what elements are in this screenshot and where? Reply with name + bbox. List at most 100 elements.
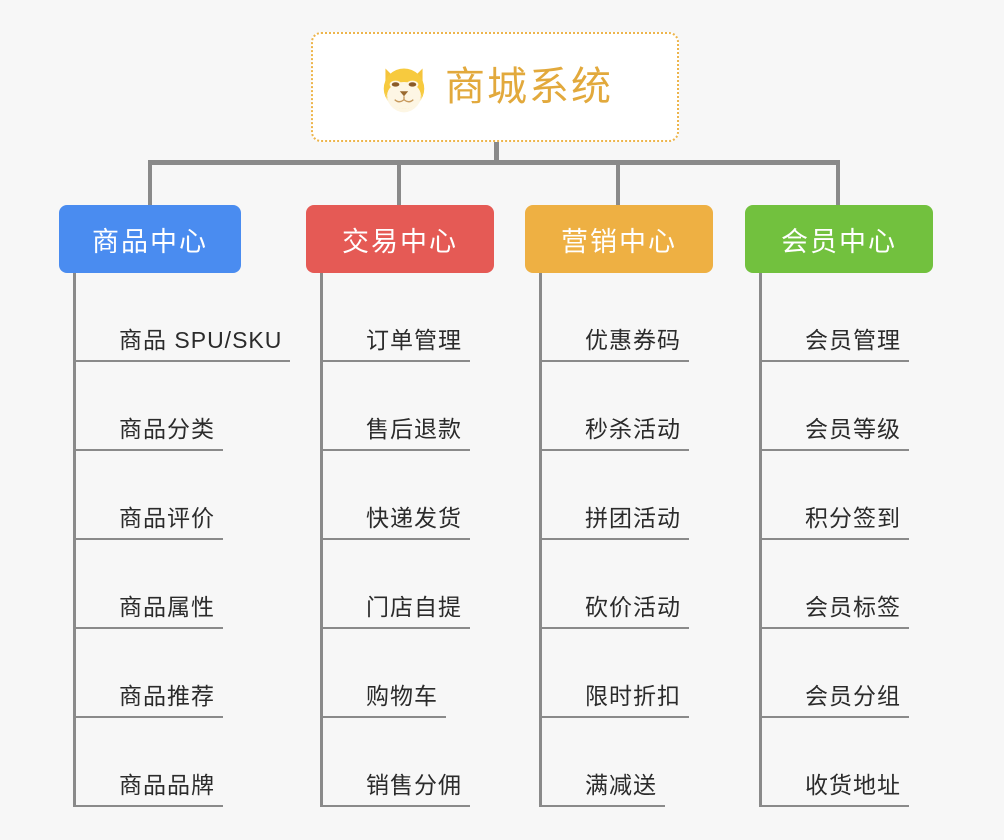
leaf-label: 商品推荐: [119, 682, 215, 709]
leaf-underline: 商品分类: [111, 416, 223, 451]
category-column-3: 营销中心 优惠券码 秒杀活动 拼团活动: [525, 205, 713, 807]
leaf-connector: [73, 716, 113, 718]
leaf-underline: 会员等级: [797, 415, 909, 451]
category-header-2[interactable]: 交易中心: [306, 205, 494, 273]
category-header-1[interactable]: 商品中心: [59, 205, 241, 273]
leaf-item[interactable]: 会员分组: [759, 629, 909, 718]
category-column-1: 商品中心 商品 SPU/SKU 商品分类 商品评价: [59, 205, 291, 807]
leaf-item[interactable]: 快递发货: [320, 451, 470, 540]
connector-drop-1: [148, 160, 152, 207]
leaf-item[interactable]: 商品 SPU/SKU: [73, 273, 291, 362]
leaf-underline: 商品推荐: [111, 682, 223, 718]
connector-drop-3: [616, 160, 620, 207]
leaf-label: 限时折扣: [585, 682, 681, 709]
leaf-label: 秒杀活动: [585, 415, 681, 442]
leaf-label: 商品品牌: [119, 771, 215, 798]
category-column-4: 会员中心 会员管理 会员等级 积分签到: [745, 205, 933, 807]
category-header-4[interactable]: 会员中心: [745, 205, 933, 273]
leaf-underline: 售后退款: [358, 415, 470, 451]
leaf-item[interactable]: 门店自提: [320, 540, 470, 629]
leaf-item[interactable]: 拼团活动: [539, 451, 689, 540]
leaf-connector: [759, 627, 799, 629]
leaf-item[interactable]: 积分签到: [759, 451, 909, 540]
leaf-underline: 限时折扣: [577, 682, 689, 718]
root-node[interactable]: 商城系统: [311, 32, 679, 142]
leaf-underline: 满减送: [577, 772, 665, 807]
connector-drop-2: [397, 160, 401, 207]
leaf-connector: [320, 627, 360, 629]
leaf-label: 会员标签: [805, 593, 901, 620]
category-header-3[interactable]: 营销中心: [525, 205, 713, 273]
leaf-item[interactable]: 秒杀活动: [539, 362, 689, 451]
leaf-item[interactable]: 满减送: [539, 718, 689, 807]
leaf-label: 购物车: [366, 682, 438, 709]
category-column-2: 交易中心 订单管理 售后退款 快递发货: [306, 205, 494, 807]
leaf-underline: 会员管理: [797, 326, 909, 362]
leaf-list-3: 优惠券码 秒杀活动 拼团活动 砍价活动: [539, 273, 689, 807]
leaf-list-1: 商品 SPU/SKU 商品分类 商品评价 商品属性: [73, 273, 291, 807]
leaf-underline: 商品品牌: [111, 771, 223, 807]
leaf-label: 收货地址: [805, 771, 901, 798]
leaf-list-4: 会员管理 会员等级 积分签到 会员标签: [759, 273, 909, 807]
leaf-underline: 拼团活动: [577, 504, 689, 540]
leaf-item[interactable]: 商品推荐: [73, 629, 290, 718]
leaf-connector: [539, 360, 579, 362]
leaf-connector: [539, 538, 579, 540]
root-title: 商城系统: [445, 65, 613, 109]
leaf-label: 商品评价: [119, 504, 215, 531]
leaf-item[interactable]: 砍价活动: [539, 540, 689, 629]
column-spine-1: [73, 273, 76, 807]
leaf-connector: [73, 805, 113, 807]
leaf-label: 会员管理: [805, 326, 901, 353]
leaf-connector: [320, 360, 360, 362]
leaf-item[interactable]: 优惠券码: [539, 273, 689, 362]
leaf-item[interactable]: 商品属性: [73, 540, 290, 629]
leaf-underline: 会员标签: [797, 593, 909, 629]
leaf-item[interactable]: 商品品牌: [73, 718, 290, 807]
leaf-underline: 砍价活动: [577, 593, 689, 629]
leaf-item[interactable]: 商品评价: [73, 451, 290, 540]
leaf-item[interactable]: 售后退款: [320, 362, 470, 451]
leaf-connector: [759, 805, 799, 807]
column-spine-3: [539, 273, 542, 807]
leaf-label: 门店自提: [366, 593, 462, 620]
leaf-connector: [73, 627, 113, 629]
leaf-label: 会员分组: [805, 682, 901, 709]
leaf-underline: 积分签到: [797, 505, 909, 540]
leaf-label: 拼团活动: [585, 504, 681, 531]
leaf-item[interactable]: 会员标签: [759, 540, 909, 629]
category-label: 交易中心: [342, 226, 458, 257]
leaf-connector: [539, 627, 579, 629]
leaf-label: 售后退款: [366, 415, 462, 442]
leaf-underline: 门店自提: [358, 593, 470, 629]
leaf-label: 快递发货: [366, 504, 462, 531]
leaf-label: 商品属性: [119, 593, 215, 620]
leaf-label: 会员等级: [805, 415, 901, 442]
connector-bus: [148, 160, 840, 165]
leaf-connector: [539, 805, 579, 807]
leaf-underline: 秒杀活动: [577, 415, 689, 451]
leaf-item[interactable]: 购物车: [320, 629, 470, 718]
leaf-connector: [539, 716, 579, 718]
leaf-label: 砍价活动: [585, 593, 681, 620]
leaf-item[interactable]: 限时折扣: [539, 629, 689, 718]
leaf-item[interactable]: 收货地址: [759, 718, 909, 807]
leaf-connector: [320, 449, 360, 451]
leaf-underline: 销售分佣: [358, 771, 470, 807]
leaf-item[interactable]: 订单管理: [320, 273, 470, 362]
leaf-connector: [320, 538, 360, 540]
leaf-label: 优惠券码: [585, 326, 681, 353]
leaf-connector: [73, 449, 113, 451]
leaf-item[interactable]: 会员管理: [759, 273, 909, 362]
leaf-item[interactable]: 销售分佣: [320, 718, 470, 807]
leaf-label: 商品 SPU/SKU: [119, 326, 283, 353]
leaf-label: 销售分佣: [366, 771, 462, 798]
leaf-connector: [320, 716, 360, 718]
connector-root-stem: [494, 142, 499, 164]
leaf-item[interactable]: 会员等级: [759, 362, 909, 451]
leaf-connector: [73, 538, 113, 540]
leaf-label: 订单管理: [366, 326, 462, 353]
leaf-connector: [539, 449, 579, 451]
leaf-connector: [759, 538, 799, 540]
leaf-item[interactable]: 商品分类: [73, 362, 290, 451]
